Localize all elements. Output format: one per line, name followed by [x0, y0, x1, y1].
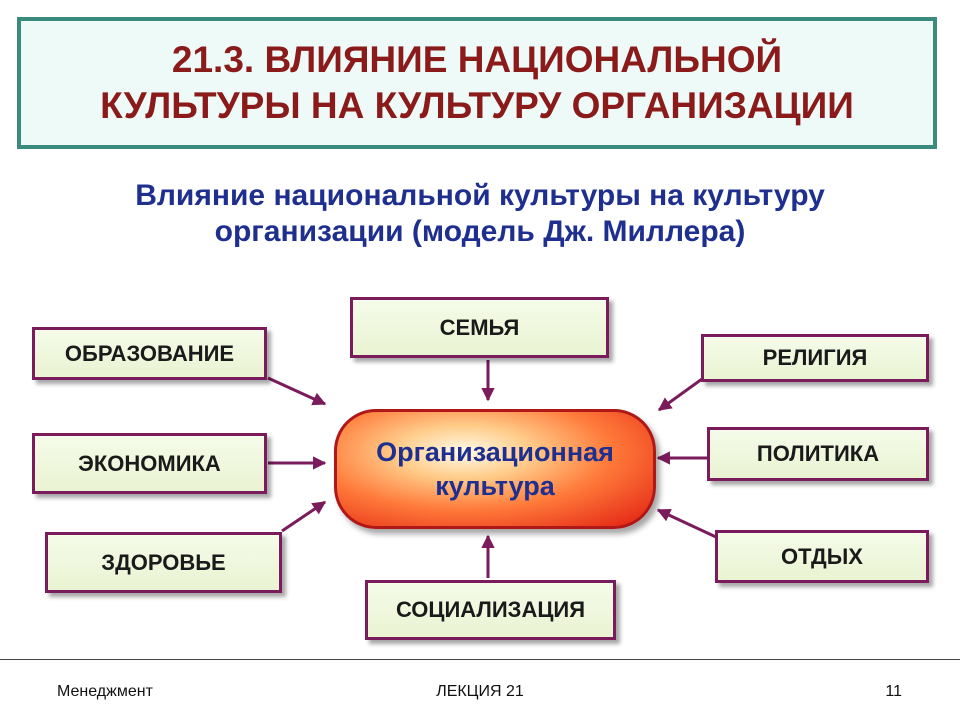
node-politics: ПОЛИТИКА: [707, 427, 929, 481]
node-religion: РЕЛИГИЯ: [701, 334, 929, 382]
center-line-2: культура: [435, 471, 555, 501]
node-socialization-label: СОЦИАЛИЗАЦИЯ: [395, 597, 586, 622]
node-education: ОБРАЗОВАНИЕ: [32, 327, 267, 380]
footer-course: Менеджмент: [57, 683, 153, 700]
arrow-religion: [657, 377, 703, 412]
subtitle: Влияние национальной культуры на культур…: [0, 178, 960, 250]
footer-page-number: 11: [885, 683, 902, 700]
node-socialization: СОЦИАЛИЗАЦИЯ: [365, 580, 616, 640]
footer-divider: [0, 659, 960, 660]
title-line-2: КУЛЬТУРЫ НА КУЛЬТУРУ ОРГАНИЗАЦИИ: [100, 85, 854, 126]
node-leisure-label: ОТДЫХ: [781, 543, 863, 569]
node-family-label: СЕМЬЯ: [439, 314, 520, 340]
center-node-organizational-culture: Организационная культура: [334, 409, 656, 529]
node-leisure: ОТДЫХ: [715, 530, 929, 583]
title-line-1: 21.3. ВЛИЯНИЕ НАЦИОНАЛЬНОЙ: [171, 39, 783, 80]
node-education-label: ОБРАЗОВАНИЕ: [64, 340, 235, 366]
node-politics-label: ПОЛИТИКА: [756, 441, 880, 466]
title-box: 21.3. ВЛИЯНИЕ НАЦИОНАЛЬНОЙ КУЛЬТУРЫ НА К…: [17, 17, 937, 149]
footer-lecture: ЛЕКЦИЯ 21: [436, 683, 524, 700]
node-religion-label: РЕЛИГИЯ: [762, 345, 868, 370]
node-economy-label: ЭКОНОМИКА: [78, 450, 221, 476]
node-health: ЗДОРОВЬЕ: [45, 532, 282, 593]
arrow-leisure: [656, 508, 717, 539]
subtitle-line-1: Влияние национальной культуры на культур…: [135, 179, 825, 212]
arrow-health: [281, 500, 327, 533]
node-health-label: ЗДОРОВЬЕ: [101, 549, 226, 575]
node-economy: ЭКОНОМИКА: [32, 433, 267, 494]
node-family: СЕМЬЯ: [350, 297, 609, 358]
arrow-education: [267, 376, 327, 406]
center-line-1: Организационная: [376, 437, 614, 467]
subtitle-line-2: организации (модель Дж. Миллера): [214, 215, 746, 248]
